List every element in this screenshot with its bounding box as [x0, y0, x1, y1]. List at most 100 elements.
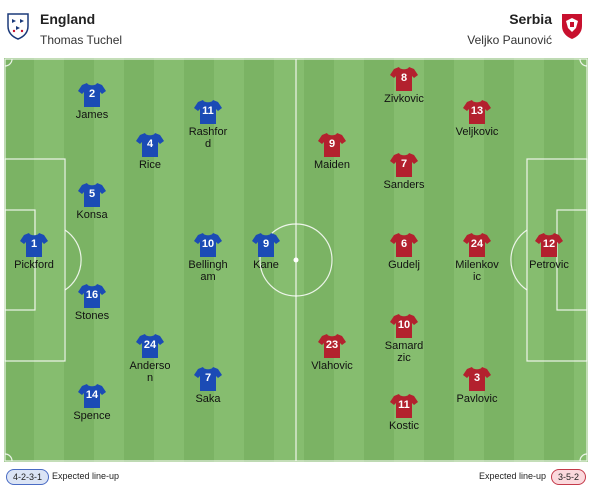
player-pavlovic[interactable]: 3 Pavlovic [437, 366, 517, 405]
away-team-name: Serbia [509, 11, 552, 27]
shirt-icon [318, 133, 346, 157]
shirt-number: 2 [88, 88, 96, 100]
shirt-icon [136, 133, 164, 157]
player-anderson[interactable]: 24 Anderson [110, 333, 190, 384]
shirt-number: 5 [88, 188, 96, 200]
shirt-icon [194, 100, 222, 124]
shirt-number: 11 [398, 399, 410, 411]
player-james[interactable]: 2 James [52, 82, 132, 121]
shirt-icon [194, 367, 222, 391]
player-stones[interactable]: 16 Stones [52, 283, 132, 322]
player-shirt: 9 [318, 132, 346, 158]
player-name: Veljkovic [455, 126, 499, 138]
player-shirt: 8 [390, 66, 418, 92]
shirt-icon [20, 233, 48, 257]
player-milenkovic[interactable]: 24 Milenkovic [437, 232, 517, 283]
shirt-number: 16 [85, 289, 99, 301]
player-zivkovic[interactable]: 8 Zivkovic [364, 66, 444, 105]
shirt-icon [136, 334, 164, 358]
shirt-icon [252, 233, 280, 257]
player-shirt: 11 [390, 393, 418, 419]
player-maiden[interactable]: 9 Maiden [292, 132, 372, 171]
player-spence[interactable]: 14 Spence [52, 383, 132, 422]
player-shirt: 16 [78, 283, 106, 309]
away-lineup-label: Expected line-up [478, 471, 546, 481]
shirt-icon [463, 100, 491, 124]
player-shirt: 23 [318, 333, 346, 359]
player-shirt: 10 [390, 313, 418, 339]
shirt-number: 9 [328, 138, 336, 150]
shirt-icon [194, 233, 222, 257]
shirt-number: 9 [262, 238, 270, 250]
player-shirt: 7 [390, 152, 418, 178]
player-shirt: 1 [20, 232, 48, 258]
shirt-number: 4 [146, 138, 154, 150]
player-shirt: 13 [463, 99, 491, 125]
shirt-number: 24 [470, 238, 484, 250]
player-shirt: 6 [390, 232, 418, 258]
serbia-crest-icon [562, 14, 582, 39]
player-konsa[interactable]: 5 Konsa [52, 182, 132, 221]
england-crest-icon [7, 13, 29, 40]
player-name: Zivkovic [384, 93, 424, 105]
player-shirt: 2 [78, 82, 106, 108]
player-sanders[interactable]: 7 Sanders [364, 152, 444, 191]
player-name: Pavlovic [456, 393, 498, 405]
lineup-footer: 4-2-3-1 Expected line-up Expected line-u… [0, 466, 592, 488]
player-shirt: 9 [252, 232, 280, 258]
player-shirt: 5 [78, 182, 106, 208]
player-petrovic[interactable]: 12 Petrovic [509, 232, 588, 271]
shirt-number: 24 [143, 339, 157, 351]
player-gudelj[interactable]: 6 Gudelj [364, 232, 444, 271]
pitch: 1 Pickford 2 James 5 Konsa 16 Stones 14 … [4, 58, 588, 462]
shirt-icon [390, 394, 418, 418]
player-saka[interactable]: 7 Saka [168, 366, 248, 405]
shirt-icon [390, 67, 418, 91]
player-name: Gudelj [388, 259, 420, 271]
shirt-icon [318, 334, 346, 358]
player-name: James [75, 109, 109, 121]
player-bellingham[interactable]: 10 Bellingham [168, 232, 248, 283]
player-shirt: 12 [535, 232, 563, 258]
shirt-icon [390, 233, 418, 257]
player-name: Milenkovic [455, 259, 499, 283]
player-rice[interactable]: 4 Rice [110, 132, 190, 171]
player-kostic[interactable]: 11 Kostic [364, 393, 444, 432]
player-name: Kane [253, 259, 279, 271]
player-rashford[interactable]: 11 Rashford [168, 99, 248, 150]
shirt-number: 11 [202, 105, 214, 117]
player-name: Stones [74, 310, 110, 322]
match-header: England Thomas Tuchel Serbia Veljko Paun… [0, 0, 592, 56]
player-name: Rice [138, 159, 161, 171]
player-veljkovic[interactable]: 13 Veljkovic [437, 99, 517, 138]
player-name: Anderson [129, 360, 171, 384]
player-shirt: 7 [194, 366, 222, 392]
pitch-markings [4, 58, 588, 462]
player-shirt: 4 [136, 132, 164, 158]
player-name: Kostic [389, 420, 419, 432]
shirt-number: 7 [400, 158, 408, 170]
player-name: Vlahovic [311, 360, 353, 372]
player-shirt: 10 [194, 232, 222, 258]
shirt-number: 10 [201, 238, 215, 250]
player-name: Maiden [313, 159, 351, 171]
player-pickford[interactable]: 1 Pickford [4, 232, 74, 271]
player-name: Konsa [76, 209, 108, 221]
shirt-number: 1 [30, 238, 38, 250]
player-kane[interactable]: 9 Kane [226, 232, 306, 271]
player-name: Pickford [14, 259, 54, 271]
shirt-icon [390, 314, 418, 338]
shirt-number: 3 [473, 372, 481, 384]
player-shirt: 11 [194, 99, 222, 125]
shirt-icon [78, 284, 106, 308]
shirt-number: 14 [85, 389, 99, 401]
player-vlahovic[interactable]: 23 Vlahovic [292, 333, 372, 372]
away-coach-name: Veljko Paunović [467, 33, 552, 47]
shirt-number: 7 [204, 372, 212, 384]
player-samardzic[interactable]: 10 Samardzic [364, 313, 444, 364]
shirt-icon [463, 233, 491, 257]
shirt-icon [535, 233, 563, 257]
shirt-icon [463, 367, 491, 391]
home-team-name: England [40, 11, 96, 27]
player-name: Petrovic [529, 259, 569, 271]
